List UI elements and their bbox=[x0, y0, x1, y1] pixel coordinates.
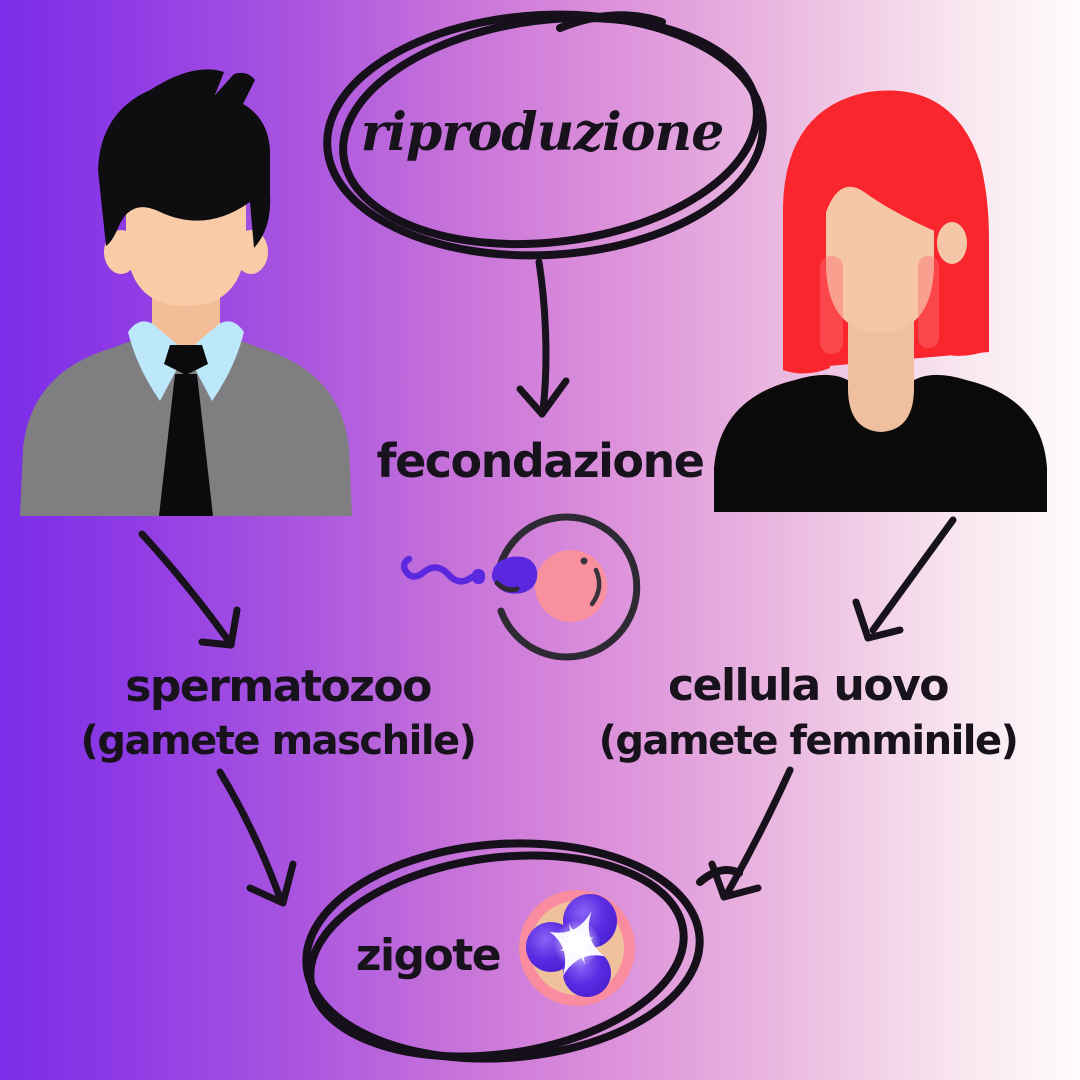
woman-hair-strand-right bbox=[940, 248, 989, 356]
title-riproduzione: riproduzione bbox=[360, 102, 725, 163]
woman-hair-bang bbox=[824, 103, 977, 266]
woman-top bbox=[714, 374, 1047, 512]
man-collar-right bbox=[186, 321, 244, 401]
arrow-title-to-fecondazione bbox=[516, 258, 570, 418]
woman-hair-overlay-left bbox=[820, 256, 843, 354]
man-tie-knot bbox=[164, 345, 208, 375]
label-spermatozoo: spermatozoo bbox=[125, 661, 432, 712]
sperm-egg-fertilization-icon bbox=[400, 513, 641, 661]
egg-cell bbox=[535, 550, 607, 622]
label-gamete-femminile: (gamete femminile) bbox=[598, 718, 1019, 764]
woman-hair-overlay-right bbox=[918, 256, 939, 348]
man-hair bbox=[98, 69, 271, 248]
egg-outline bbox=[497, 513, 641, 661]
man-avatar-icon bbox=[20, 69, 352, 516]
egg-nucleus-dot bbox=[580, 557, 588, 565]
sperm-head bbox=[491, 556, 538, 594]
woman-ear bbox=[937, 222, 967, 264]
arrow-cellula-uovo-to-zigote bbox=[708, 766, 794, 901]
man-tie bbox=[159, 374, 213, 516]
label-zigote: zigote bbox=[355, 930, 502, 981]
zygote-flare-star-2 bbox=[560, 923, 594, 965]
woman-avatar-icon bbox=[714, 90, 1047, 512]
arrow-woman-to-cellula-uovo bbox=[852, 516, 957, 642]
label-cellula-uovo: cellula uovo bbox=[668, 660, 949, 711]
arrow-spermatozoo-to-zigote bbox=[216, 768, 297, 907]
label-gamete-maschile: (gamete maschile) bbox=[80, 718, 477, 764]
zygote-cell-icon bbox=[519, 890, 635, 1006]
arrow-man-to-spermatozoo bbox=[138, 530, 241, 649]
man-collar-left bbox=[128, 321, 186, 401]
woman-hair-strand-left bbox=[783, 248, 830, 374]
egg-nucleus-arc bbox=[589, 567, 602, 607]
sperm-neck bbox=[472, 569, 485, 584]
title-oval bbox=[323, 10, 767, 260]
zigote-oval bbox=[302, 839, 743, 1063]
sperm-head-mark bbox=[494, 580, 520, 593]
sperm-tail bbox=[400, 555, 476, 585]
label-fecondazione: fecondazione bbox=[376, 434, 705, 488]
